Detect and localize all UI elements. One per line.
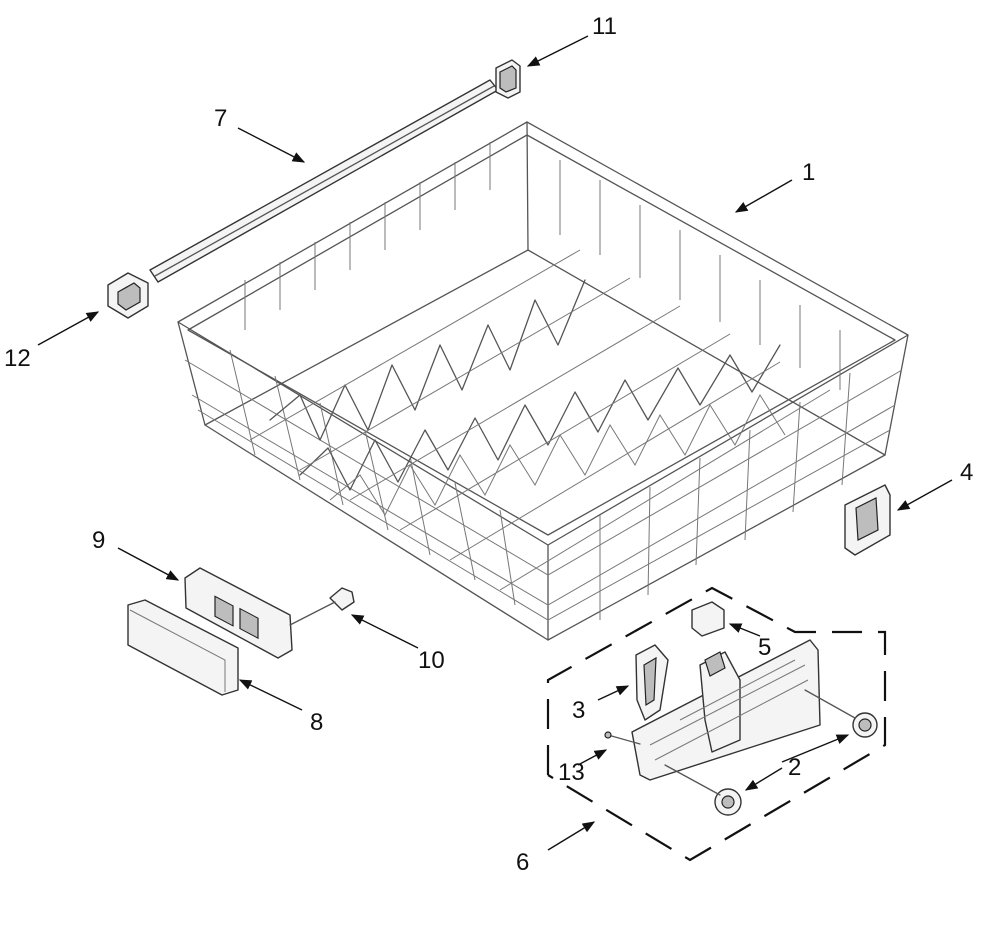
rail-end-cap-rear bbox=[495, 59, 521, 99]
handle-cover bbox=[127, 599, 239, 696]
callout-6: 6 bbox=[516, 849, 529, 876]
leader-13 bbox=[577, 749, 608, 766]
dish-rack-basket bbox=[177, 121, 909, 641]
leader-12 bbox=[37, 311, 100, 346]
leader-7 bbox=[237, 127, 306, 163]
pin bbox=[604, 731, 641, 745]
callout-3: 3 bbox=[572, 697, 585, 724]
wheel-upper bbox=[804, 689, 878, 738]
leader-8 bbox=[238, 679, 303, 711]
leader-10 bbox=[350, 614, 419, 649]
callout-4: 4 bbox=[960, 459, 973, 486]
callout-13: 13 bbox=[558, 759, 585, 786]
callout-7: 7 bbox=[214, 105, 227, 132]
rail-end-cap-front bbox=[107, 272, 149, 319]
assembly-boundary bbox=[546, 586, 887, 862]
leader-5 bbox=[728, 623, 761, 637]
wheel-lower bbox=[664, 764, 742, 816]
leader-2b bbox=[744, 767, 783, 791]
callout-12: 12 bbox=[4, 345, 31, 372]
adjuster-clip bbox=[635, 644, 669, 721]
leader-arrows bbox=[37, 35, 953, 851]
callout-labels: 1 2 3 4 5 6 7 8 9 10 11 12 13 bbox=[4, 13, 973, 876]
leader-11 bbox=[526, 35, 589, 67]
callout-2: 2 bbox=[788, 754, 801, 781]
leader-4 bbox=[896, 479, 953, 511]
side-bracket bbox=[844, 484, 891, 556]
screw bbox=[289, 587, 355, 626]
leader-1 bbox=[734, 179, 793, 213]
callout-9: 9 bbox=[92, 527, 105, 554]
callout-10: 10 bbox=[418, 647, 445, 674]
rack-adjuster-assembly bbox=[631, 639, 821, 781]
leader-3 bbox=[597, 685, 630, 701]
callout-5: 5 bbox=[758, 634, 771, 661]
leader-9 bbox=[117, 547, 180, 581]
callout-1: 1 bbox=[802, 159, 815, 186]
handle-base bbox=[184, 567, 293, 659]
adjuster-button bbox=[691, 601, 725, 637]
callout-8: 8 bbox=[310, 709, 323, 736]
callout-11: 11 bbox=[592, 13, 617, 40]
leader-2a bbox=[781, 734, 850, 763]
leader-6 bbox=[547, 821, 596, 851]
